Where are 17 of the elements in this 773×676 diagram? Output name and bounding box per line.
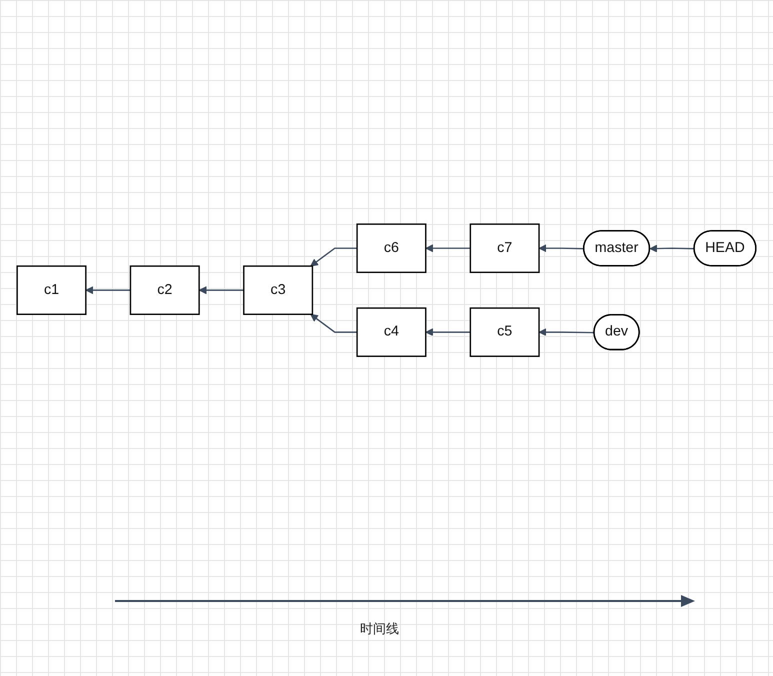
node-box: c2 (130, 265, 200, 315)
node-box: c6 (356, 223, 426, 273)
arrow (85, 286, 130, 294)
arrow (198, 286, 244, 294)
arrow (310, 314, 358, 333)
node-box: c1 (16, 265, 86, 315)
timeline-label: 时间线 (360, 620, 399, 638)
node-box: c3 (243, 265, 314, 315)
node-box: c7 (470, 223, 540, 273)
node-box: c5 (470, 307, 540, 357)
arrow (538, 328, 594, 336)
arrow (650, 244, 695, 252)
arrow (425, 328, 470, 336)
node-box: c4 (356, 307, 426, 357)
arrow (538, 244, 584, 252)
arrow (425, 244, 470, 252)
arrow (310, 247, 358, 266)
